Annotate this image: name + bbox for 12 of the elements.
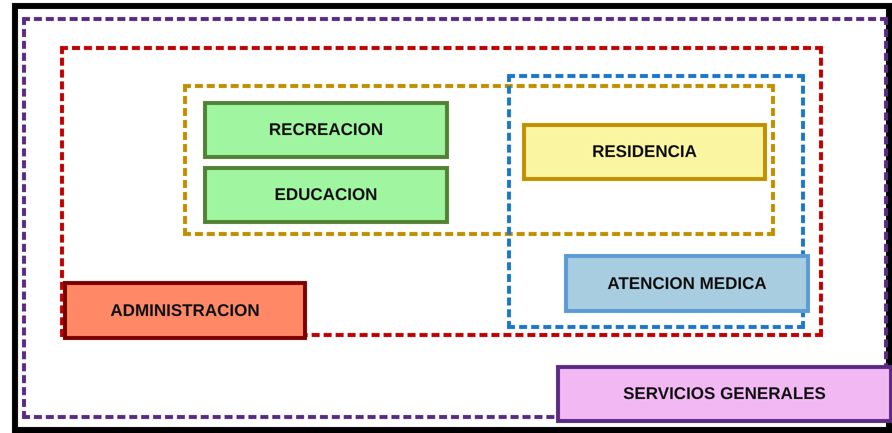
box-label: RESIDENCIA <box>592 142 697 162</box>
process-box <box>564 254 810 313</box>
process-box <box>203 101 449 159</box>
process-box <box>522 123 767 181</box>
box-label: RECREACION <box>268 120 384 140</box>
box-label: SERVICIOS GENERALES <box>623 384 826 404</box>
box-label: ATENCION MEDICA <box>607 274 767 294</box>
process-box <box>63 281 307 340</box>
box-label: EDUCACION <box>274 185 378 205</box>
box-label: ADMINISTRACION <box>110 300 260 320</box>
process-box <box>556 365 892 423</box>
process-box <box>203 166 449 224</box>
